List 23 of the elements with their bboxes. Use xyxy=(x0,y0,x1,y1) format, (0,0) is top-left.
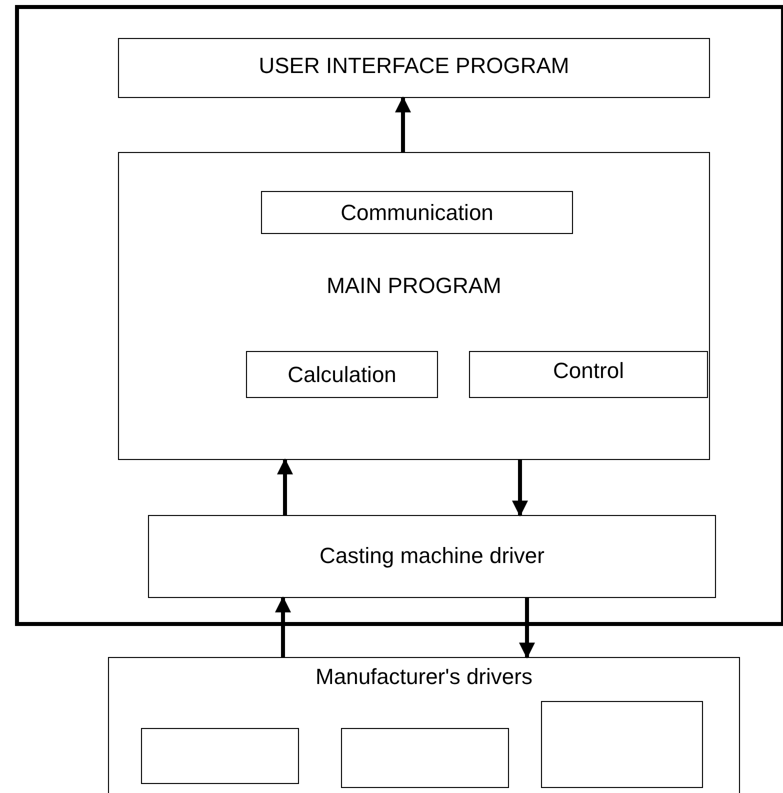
empty-box xyxy=(141,728,299,784)
box-label: USER INTERFACE PROGRAM xyxy=(258,53,570,79)
process-box xyxy=(118,152,710,460)
arrow xyxy=(277,458,293,515)
arrow xyxy=(395,96,411,152)
process-box xyxy=(246,351,438,398)
arrow xyxy=(512,460,528,517)
box-label: Calculation xyxy=(286,362,398,388)
empty-box xyxy=(341,728,509,788)
arrow xyxy=(275,596,291,657)
process-box xyxy=(469,351,708,398)
box-label: Casting machine driver xyxy=(318,543,546,569)
box-label: MAIN PROGRAM xyxy=(326,273,502,299)
empty-box xyxy=(541,701,703,788)
process-box xyxy=(261,191,573,234)
empty-box xyxy=(15,5,783,626)
box-label: Manufacturer's drivers xyxy=(314,664,534,690)
arrow xyxy=(519,598,535,659)
driver-panel xyxy=(108,657,740,793)
process-box xyxy=(118,38,710,98)
box-label: Control xyxy=(552,358,625,384)
process-box xyxy=(148,515,716,598)
box-label: Communication xyxy=(340,200,494,226)
